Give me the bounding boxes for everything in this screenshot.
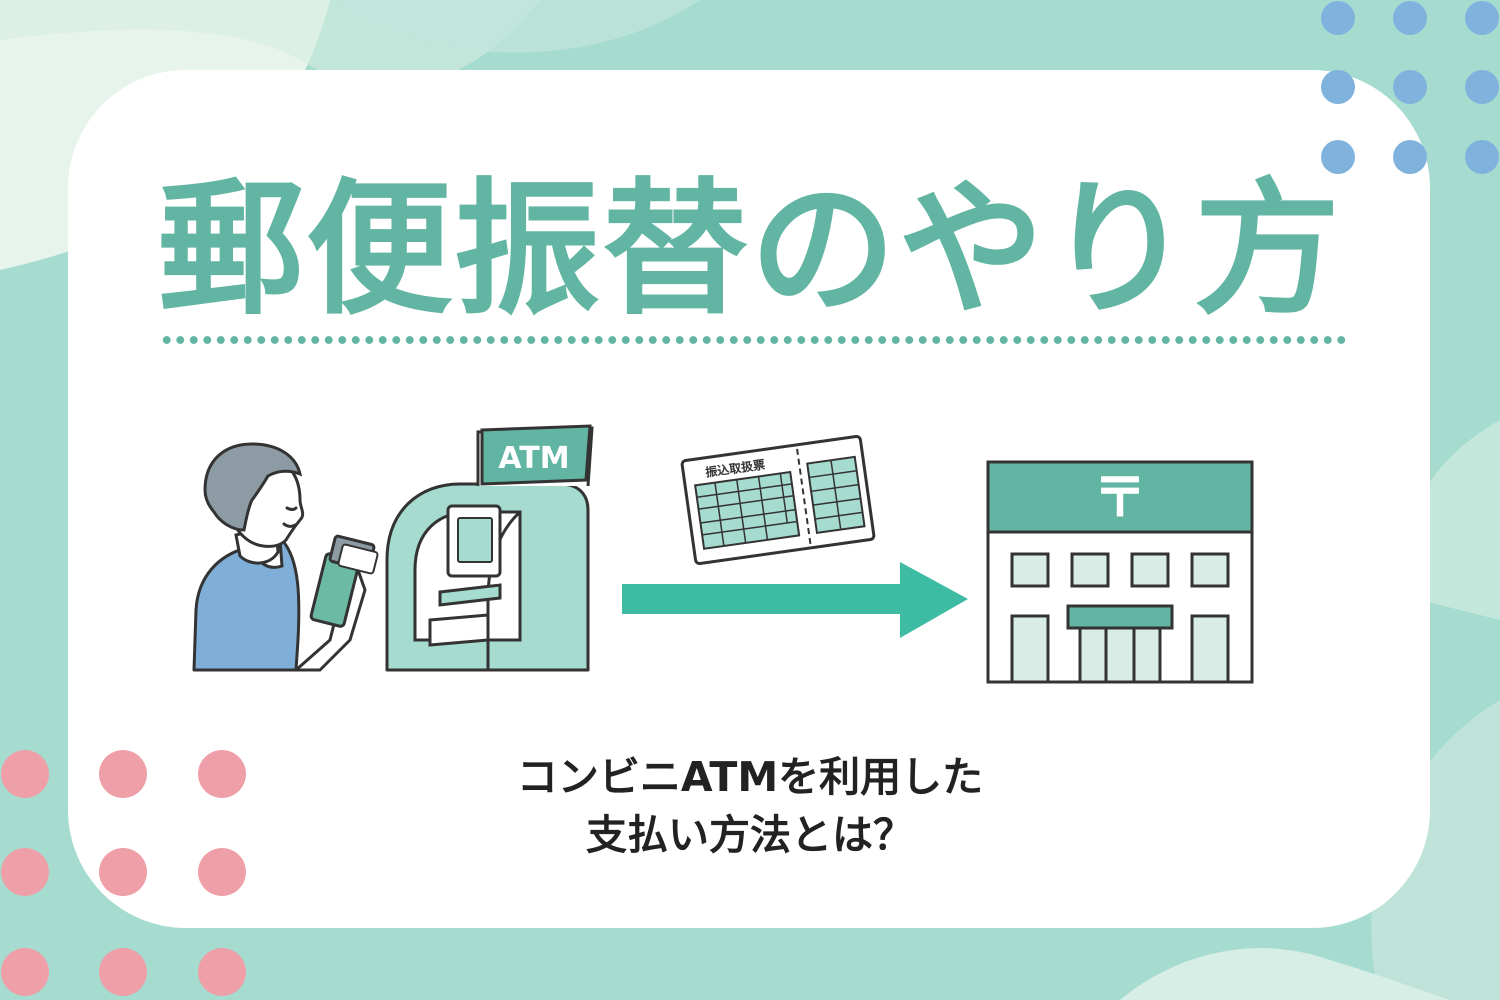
page-title: 郵便振替のやり方: [158, 165, 1342, 335]
subtitle-line-2: 支払い方法とは？: [586, 811, 914, 859]
atm-machine-illustration: ATM: [385, 424, 594, 672]
blue-dots-decoration: [1321, 1, 1499, 174]
subtitle: コンビニATMを利用した 支払い方法とは？: [300, 748, 1200, 864]
post-office-mark: 〒: [1093, 466, 1147, 529]
person-illustration: [192, 442, 379, 672]
atm-sign-text: ATM: [498, 441, 569, 476]
subtitle-line-1: コンビニATMを利用した: [516, 753, 984, 801]
pink-dots-decoration: [1, 750, 246, 996]
arrow-icon: [622, 562, 968, 638]
post-office-illustration: 〒: [986, 460, 1254, 684]
title-dotted-underline: [160, 334, 1350, 346]
transfer-slip-illustration: 振込取扱票: [680, 434, 876, 566]
